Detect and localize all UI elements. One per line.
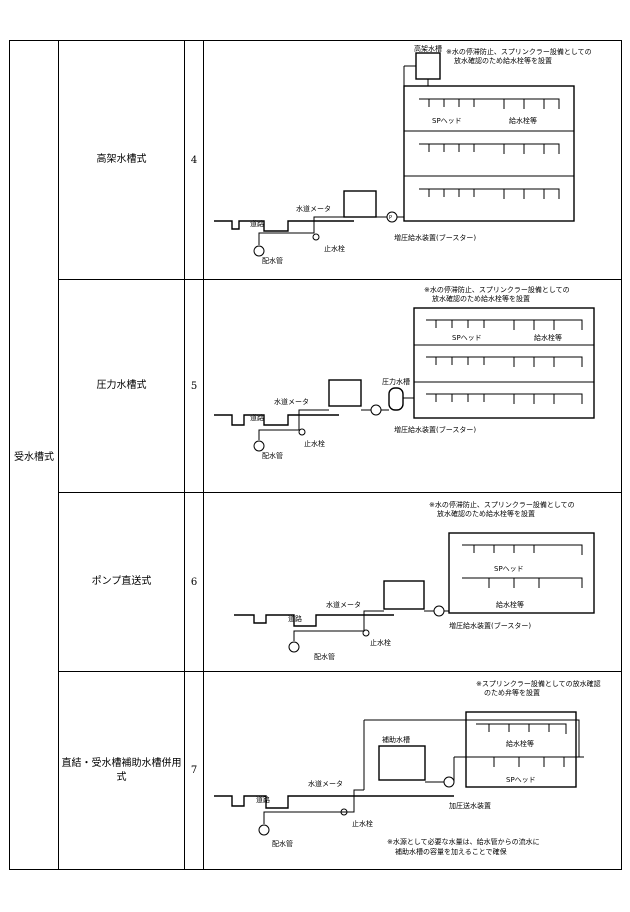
group-label: 受水槽式 bbox=[9, 40, 59, 870]
stop-valve-label: 止水栓 bbox=[304, 439, 325, 448]
bottom-note-line-1: ※水源として必要な水量は、給水管からの流水に bbox=[387, 837, 540, 846]
diagram-cell: ※水の停滞防止、スプリンクラー設備としての 放水確認のため給水栓等を設置 SPヘ… bbox=[203, 492, 622, 672]
pump-label: 増圧給水装置(ブースター) bbox=[449, 621, 531, 630]
note-line-2: 放水確認のため給水栓等を設置 bbox=[454, 56, 552, 65]
table-row: ポンプ直送式 6 ※水の停滞防止、スプリンクラー設備としての 放水確認のため給水… bbox=[10, 492, 622, 672]
row-number: 7 bbox=[184, 671, 204, 870]
pump-icon bbox=[433, 605, 445, 617]
main-pipe-label: 配水管 bbox=[262, 451, 283, 460]
receiving-tank bbox=[328, 379, 362, 407]
pump-label: 増圧給水装置(ブースター) bbox=[394, 233, 476, 242]
elevated-tank bbox=[415, 52, 441, 80]
main-pipe-icon bbox=[253, 440, 265, 452]
sp-head-label: SPヘッド bbox=[452, 334, 482, 342]
building-outline bbox=[413, 307, 595, 419]
meter-label: 水道メータ bbox=[274, 397, 309, 406]
stop-valve-label: 止水栓 bbox=[370, 638, 391, 647]
elevated-tank-diagram: 高架水槽 ※水の停滞防止、スプリンクラー設備としての 放水確認のため給水栓等を設… bbox=[214, 44, 592, 265]
meter-label: 水道メータ bbox=[296, 204, 331, 213]
row-number: 4 bbox=[184, 40, 204, 280]
stop-valve-label: 止水栓 bbox=[324, 244, 345, 253]
tank-label: 高架水槽 bbox=[414, 44, 442, 53]
faucet-label: 給水栓等 bbox=[496, 600, 524, 609]
note-line-2: のため弁等を設置 bbox=[484, 688, 540, 697]
row-number: 6 bbox=[184, 492, 204, 672]
sp-head-label: SPヘッド bbox=[432, 117, 462, 125]
stop-valve-label: 止水栓 bbox=[352, 819, 373, 828]
diagram-cell: ※スプリンクラー設備としての放水確認 のため弁等を設置 給水栓等 SPヘッド 補… bbox=[203, 671, 622, 870]
meter-icon bbox=[298, 428, 306, 436]
building-outline bbox=[465, 711, 577, 788]
note-line-1: ※水の停滞防止、スプリンクラー設備としての bbox=[446, 47, 592, 56]
sprinkler-heads bbox=[488, 724, 565, 767]
system-table-frame: 受水槽式 高架水槽式 4 高架水槽 bbox=[9, 40, 622, 870]
meter-icon bbox=[340, 808, 348, 816]
main-pipe-label: 配水管 bbox=[262, 256, 283, 265]
sprinkler-system-table: 受水槽式 高架水槽式 4 高架水槽 bbox=[9, 40, 622, 870]
note-line-1: ※水の停滞防止、スプリンクラー設備としての bbox=[429, 500, 575, 509]
main-pipe-icon bbox=[288, 641, 300, 653]
note-line-1: ※スプリンクラー設備としての放水確認 bbox=[476, 679, 601, 688]
row-name: 圧力水槽式 bbox=[58, 279, 185, 493]
pressure-tank bbox=[388, 387, 404, 411]
svg-text:P: P bbox=[389, 215, 392, 221]
pump-direct-diagram: ※水の停滞防止、スプリンクラー設備としての 放水確認のため給水栓等を設置 SPヘ… bbox=[234, 500, 595, 661]
row-name: 高架水槽式 bbox=[58, 40, 185, 280]
meter-icon bbox=[312, 233, 320, 241]
sp-head-label: SPヘッド bbox=[506, 776, 536, 784]
sp-head-label: SPヘッド bbox=[494, 565, 524, 573]
table-row: 受水槽式 高架水槽式 4 高架水槽 bbox=[9, 40, 622, 870]
tank-label: 補助水槽 bbox=[382, 735, 410, 744]
bottom-note-line-2: 補助水槽の容量を加えることで確保 bbox=[395, 847, 507, 856]
main-pipe-icon bbox=[253, 245, 265, 257]
faucet-label: 給水栓等 bbox=[534, 333, 562, 342]
meter-icon bbox=[362, 629, 370, 637]
sprinkler-heads bbox=[435, 320, 555, 404]
receiving-tank bbox=[383, 580, 425, 610]
main-pipe-label: 配水管 bbox=[272, 839, 293, 848]
diagram-cell: ※水の停滞防止、スプリンクラー設備としての 放水確認のため給水栓等を設置 SPヘ… bbox=[203, 279, 622, 493]
sprinkler-heads bbox=[428, 99, 545, 199]
pump-icon bbox=[443, 776, 455, 788]
diagram-cell: 高架水槽 ※水の停滞防止、スプリンクラー設備としての 放水確認のため給水栓等を設… bbox=[203, 40, 622, 280]
building-outline bbox=[403, 85, 575, 222]
table-row: 直結・受水槽補助水槽併用式 7 ※スプリンクラー設備としての放水確認 のため弁等… bbox=[10, 671, 622, 870]
note-line-2: 放水確認のため給水栓等を設置 bbox=[432, 294, 530, 303]
road-label: 道路 bbox=[288, 614, 302, 623]
faucet-label: 給水栓等 bbox=[506, 739, 534, 748]
table-row: 圧力水槽式 5 ※水の停滞防止、スプリンクラー設備としての 放水確認のため給水栓… bbox=[10, 279, 622, 493]
main-pipe-icon bbox=[258, 824, 270, 836]
pump-label: 増圧給水装置(ブースター) bbox=[394, 425, 476, 434]
building-outline bbox=[448, 532, 595, 614]
pump-label: 加圧送水装置 bbox=[449, 801, 491, 810]
auxiliary-tank bbox=[378, 745, 426, 781]
road-label: 道路 bbox=[250, 219, 264, 228]
road-label: 道路 bbox=[250, 413, 264, 422]
meter-label: 水道メータ bbox=[326, 600, 361, 609]
note-line-1: ※水の停滞防止、スプリンクラー設備としての bbox=[424, 285, 570, 294]
sprinkler-heads bbox=[473, 545, 540, 588]
main-pipe-label: 配水管 bbox=[314, 652, 335, 661]
meter-label: 水道メータ bbox=[308, 779, 343, 788]
pump-icon bbox=[370, 404, 382, 416]
note-line-2: 放水確認のため給水栓等を設置 bbox=[437, 509, 535, 518]
row-number: 5 bbox=[184, 279, 204, 493]
row-name: ポンプ直送式 bbox=[58, 492, 185, 672]
faucet-label: 給水栓等 bbox=[509, 116, 537, 125]
pressure-tank-diagram: ※水の停滞防止、スプリンクラー設備としての 放水確認のため給水栓等を設置 SPヘ… bbox=[214, 285, 595, 460]
combined-tank-diagram: ※スプリンクラー設備としての放水確認 のため弁等を設置 給水栓等 SPヘッド 補… bbox=[214, 679, 601, 856]
receiving-tank bbox=[343, 190, 377, 218]
tank-label: 圧力水槽 bbox=[382, 377, 410, 386]
road-label: 道路 bbox=[256, 795, 270, 804]
row-name: 直結・受水槽補助水槽併用式 bbox=[58, 671, 185, 870]
